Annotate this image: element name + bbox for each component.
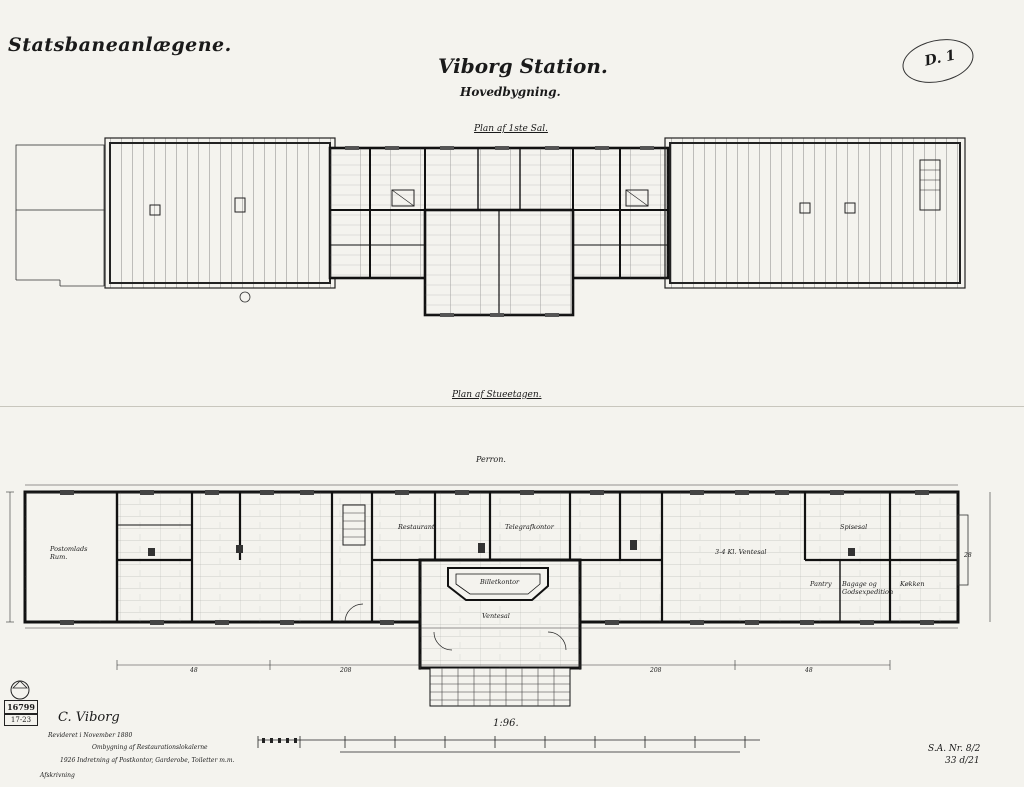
archive-subnumber: 17-23 <box>4 714 38 726</box>
dim-1: 48 <box>190 667 198 674</box>
room-ventesal: Ventesal <box>482 612 510 620</box>
ref-number-1: S.A. Nr. 8/2 <box>928 744 981 754</box>
upper-plan-label: Plan af 1ste Sal. <box>474 124 548 134</box>
room-pantry: Pantry <box>810 580 832 588</box>
drawing-title: Viborg Station. <box>438 54 608 78</box>
room-restaurant: Restaurant <box>398 523 435 531</box>
ground-plan-label: Plan af Stueetagen. <box>452 390 542 400</box>
room-spisesal: Spisesal <box>840 523 868 531</box>
ground-floor-plan <box>6 484 991 753</box>
room-kokken: Køkken <box>900 580 925 588</box>
drawing-subtitle: Hovedbygning. <box>460 85 561 99</box>
dim-3: 208 <box>650 667 662 674</box>
room-perron: Perron. <box>476 455 506 464</box>
ref-number-2: 33 d/21 <box>945 756 980 766</box>
dim-2: 208 <box>340 667 352 674</box>
room-telegraf: Telegrafkontor <box>505 523 554 531</box>
room-billet: Billetkontor <box>480 578 520 586</box>
scale-label: 1:96. <box>493 718 519 729</box>
dim-5: 28 <box>964 552 972 559</box>
room-bagage: Bagage og Godsexpedition <box>842 580 894 596</box>
revision-note-1: Revideret i November 1880 <box>48 732 133 739</box>
room-3-4-kl: 3-4 Kl. Ventesal <box>715 548 767 556</box>
dim-4: 48 <box>805 667 813 674</box>
sheet-fold-line <box>0 406 1024 407</box>
archive-number: 16799 <box>4 700 38 714</box>
revision-note-3: 1926 Indretning af Postkontor, Garderobe… <box>60 757 235 764</box>
org-heading: Statsbaneanlægene. <box>8 34 232 56</box>
upper-floor-plan <box>15 137 966 317</box>
room-postrum: Postomlads Rum. <box>50 545 88 561</box>
revision-note-2: Ombygning af Restaurationslokalerne <box>92 744 208 751</box>
signature: C. Viborg <box>58 710 120 725</box>
note-code: Afskrivning <box>40 772 75 779</box>
